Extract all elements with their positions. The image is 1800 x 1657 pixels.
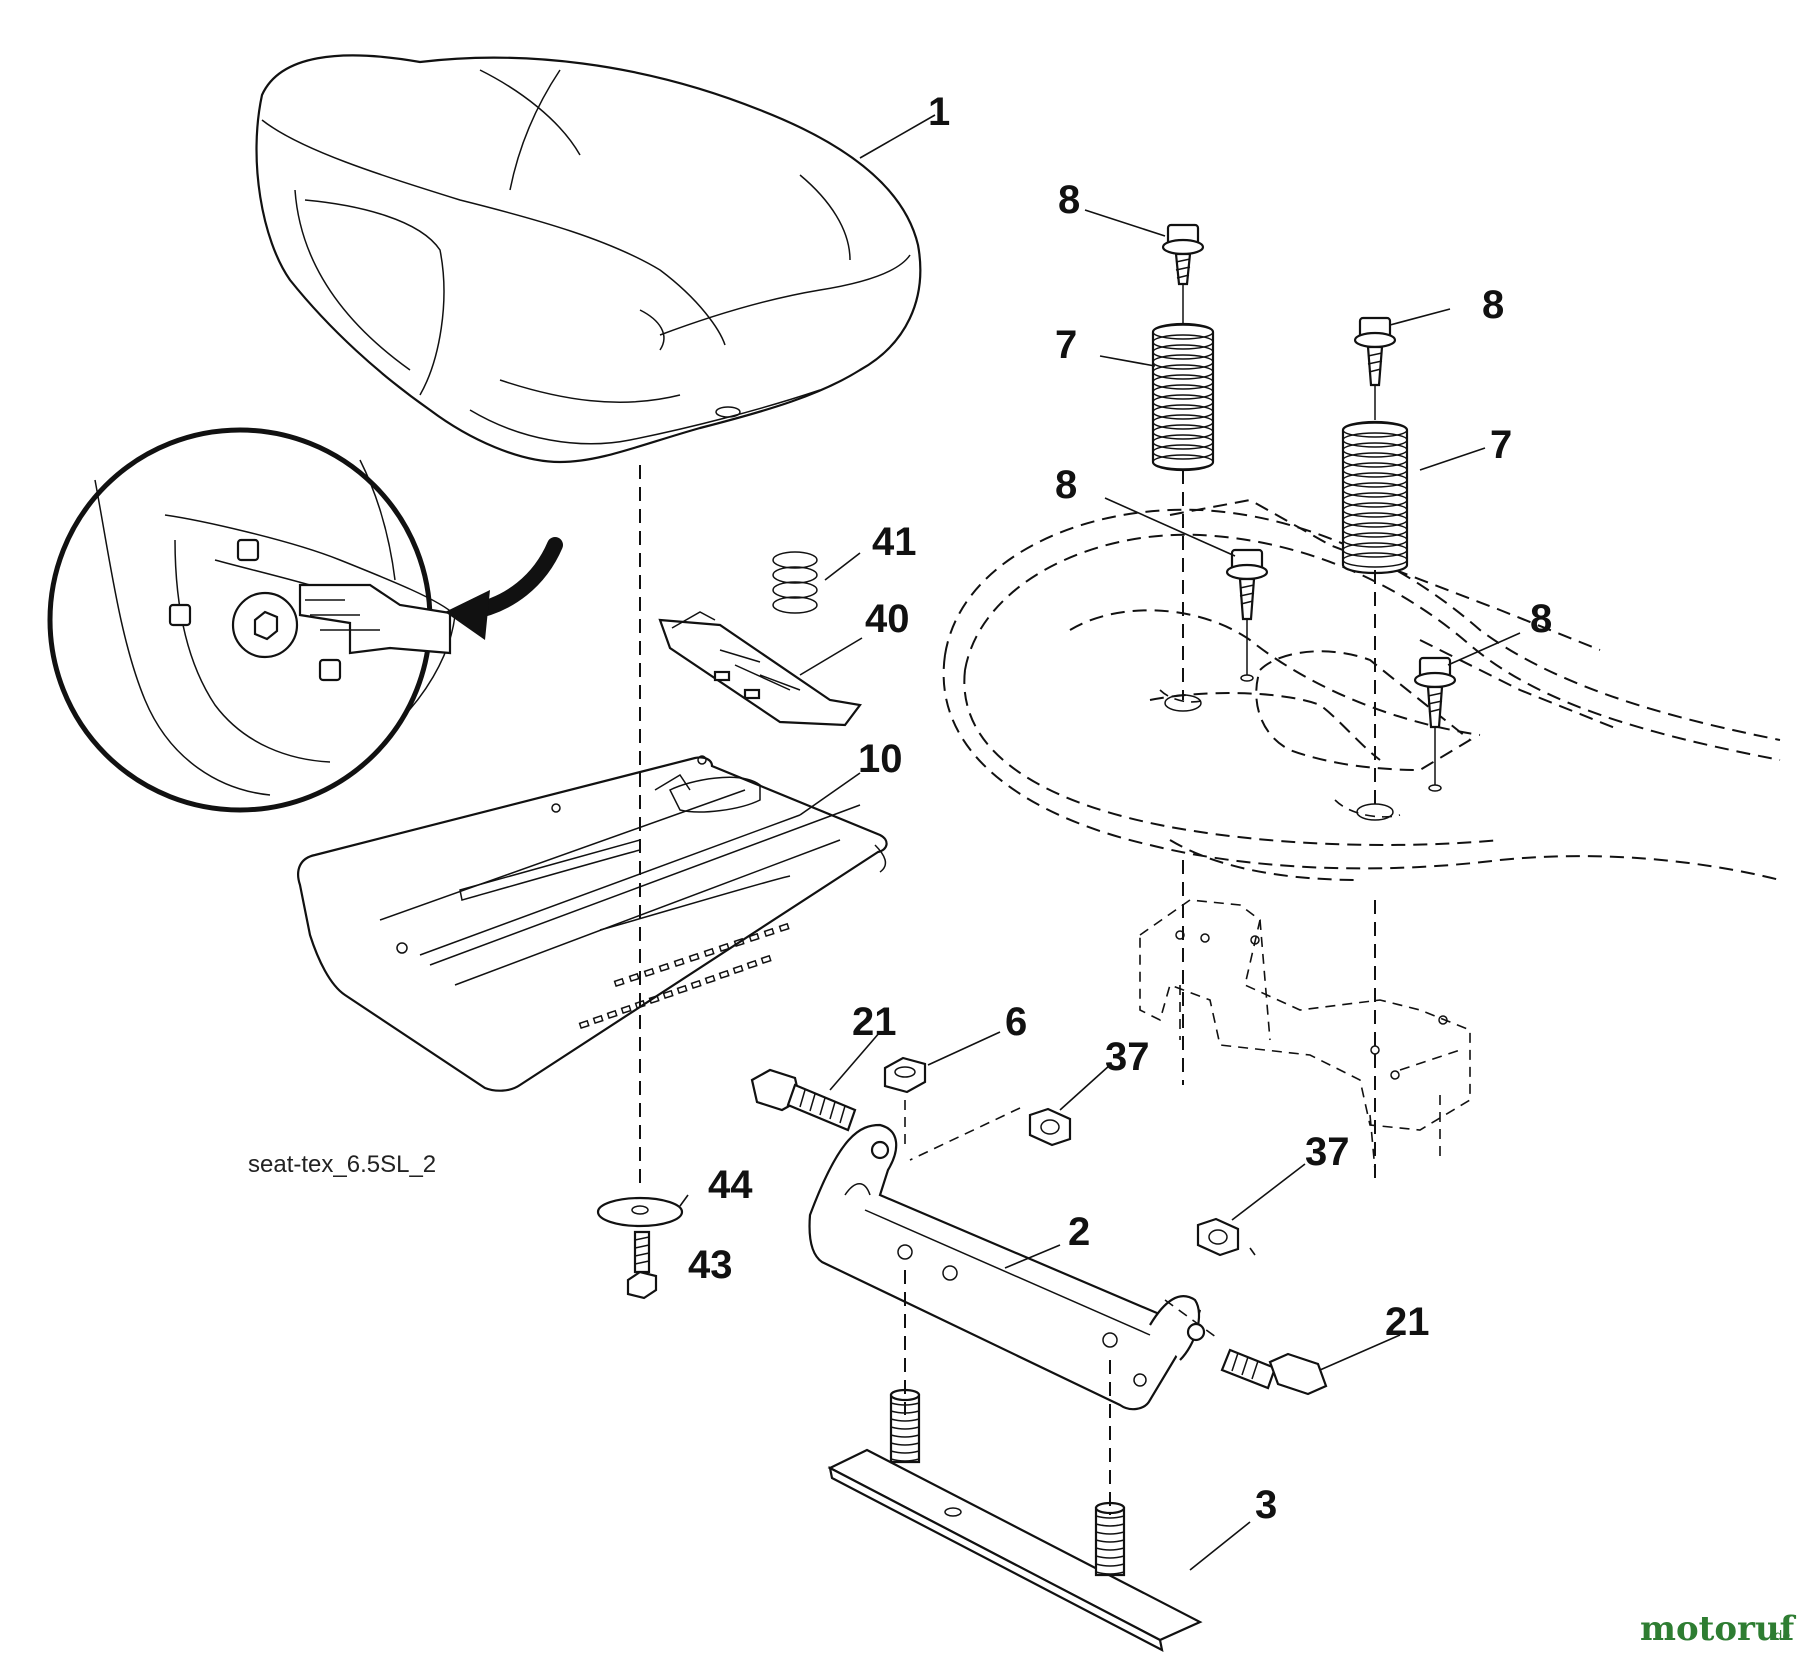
svg-text:motoruf: motoruf xyxy=(1640,1609,1797,1649)
callout-40: 40 xyxy=(865,597,910,641)
stud-plate-part xyxy=(827,1270,1203,1653)
nut-37-lower xyxy=(1196,1217,1256,1257)
bolt-8-mid-left xyxy=(1225,548,1269,621)
bolt-21-left xyxy=(750,1068,857,1132)
leader-lines xyxy=(679,114,1521,1571)
callout-8-top-left: 8 xyxy=(1058,178,1080,222)
figure-reference-code: seat-tex_6.5SL_2 xyxy=(248,1151,436,1178)
callout-8-top-right: 8 xyxy=(1482,283,1504,327)
callout-2: 2 xyxy=(1068,1210,1090,1254)
clip-40 xyxy=(658,611,862,727)
callout-21-right: 21 xyxy=(1385,1300,1430,1344)
bolt-21-right xyxy=(1164,1299,1328,1396)
callout-3: 3 xyxy=(1255,1483,1277,1527)
bolt-43 xyxy=(626,1230,658,1300)
seat-pan-part xyxy=(297,755,888,1092)
callout-10: 10 xyxy=(858,737,903,781)
nut-37-upper xyxy=(909,1107,1072,1161)
seat-part xyxy=(255,54,922,464)
seat-latch-detail-view xyxy=(47,427,563,813)
callout-labels: 1 2 3 6 7 7 8 8 8 8 10 21 21 37 37 40 41… xyxy=(688,90,1552,1527)
assembly-axis-lines xyxy=(639,285,1442,1190)
bolt-8-top-right xyxy=(1353,316,1397,387)
bolt-8-mid-right xyxy=(1413,656,1457,729)
callout-7-right: 7 xyxy=(1490,423,1512,467)
callout-41: 41 xyxy=(872,520,917,564)
spring-7-left xyxy=(1151,322,1215,472)
callout-37-lower: 37 xyxy=(1305,1130,1350,1174)
callout-44: 44 xyxy=(708,1163,753,1207)
callout-8-mid-left: 8 xyxy=(1055,463,1077,507)
callout-8-mid-right: 8 xyxy=(1530,597,1552,641)
washer-44 xyxy=(596,1196,684,1228)
callout-37-upper: 37 xyxy=(1105,1035,1150,1079)
callout-6: 6 xyxy=(1005,1000,1027,1044)
spring-7-right xyxy=(1341,420,1409,575)
watermark: motoruf .de xyxy=(1640,1609,1797,1649)
svg-text:.de: .de xyxy=(1770,1629,1790,1644)
callout-21-left: 21 xyxy=(852,1000,897,1044)
mounting-bracket-part xyxy=(808,1123,1206,1411)
nut-6 xyxy=(883,1056,927,1150)
callout-43: 43 xyxy=(688,1243,733,1287)
spring-41 xyxy=(772,551,818,614)
bolt-8-top-left xyxy=(1161,223,1205,286)
callout-7-left: 7 xyxy=(1055,323,1077,367)
callout-1: 1 xyxy=(928,90,950,134)
